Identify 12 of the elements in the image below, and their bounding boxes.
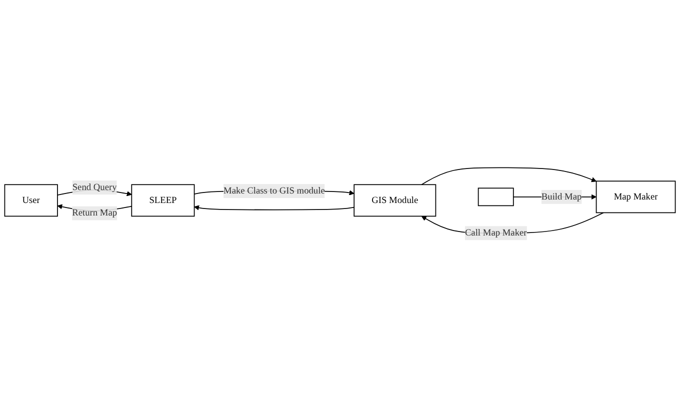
arrow <box>421 166 597 185</box>
edge-label: Send Query <box>72 182 117 192</box>
node-box: Map Maker <box>596 180 676 213</box>
edge-label: Make Class to GIS module <box>224 185 325 196</box>
node-box <box>478 187 514 206</box>
arrow <box>194 204 355 210</box>
edge-label: Build Map <box>541 191 582 202</box>
edge-label: Return Map <box>72 208 118 218</box>
node-box: User <box>4 184 58 216</box>
edge-label: Call Map Maker <box>464 227 527 238</box>
node-box: GIS Module <box>354 184 436 216</box>
node-box: SLEEP <box>131 184 195 216</box>
